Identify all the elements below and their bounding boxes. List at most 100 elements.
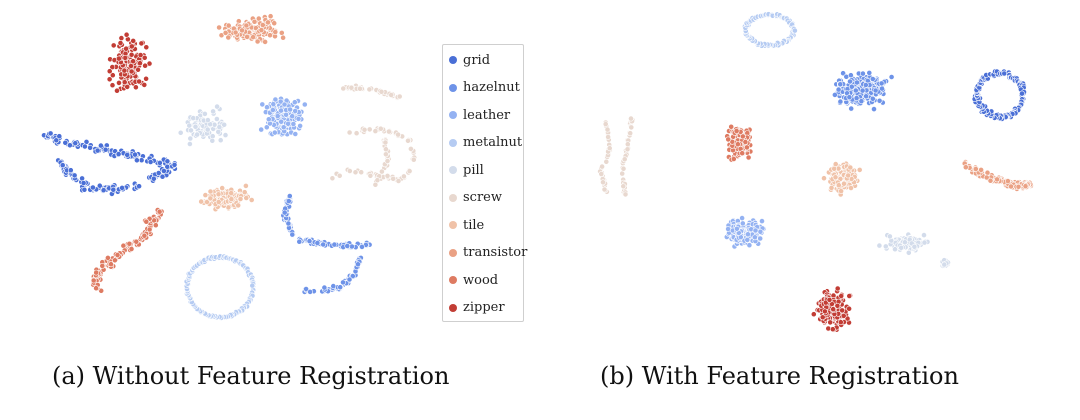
- point-zipper: [840, 312, 847, 319]
- legend-swatch: [449, 193, 457, 202]
- point-pill: [941, 261, 948, 268]
- point-grid: [81, 186, 88, 193]
- point-grid: [87, 144, 93, 151]
- point-zipper: [838, 293, 845, 299]
- point-pill: [911, 243, 918, 250]
- legend-item-transistor: transistor: [449, 243, 527, 263]
- point-leather: [277, 98, 284, 105]
- point-transistor: [972, 166, 979, 172]
- point-zipper: [118, 35, 125, 41]
- legend-swatch: [449, 56, 457, 64]
- point-transistor: [983, 174, 990, 181]
- point-leather: [297, 123, 303, 129]
- point-screw: [396, 93, 403, 100]
- point-zipper: [822, 308, 828, 315]
- point-hazelnut: [286, 193, 293, 199]
- point-grid: [133, 157, 140, 164]
- point-grid: [164, 158, 171, 165]
- legend-swatch: [449, 276, 457, 284]
- point-zipper: [130, 38, 137, 44]
- point-grid: [164, 163, 171, 170]
- point-transistor: [216, 24, 222, 31]
- point-screw: [388, 92, 395, 98]
- panel-b-scatter: [597, 11, 1034, 333]
- caption-a: (a) Without Feature Registration: [52, 362, 450, 390]
- point-wood: [90, 277, 97, 284]
- point-hazelnut: [303, 286, 309, 292]
- point-zipper: [109, 72, 116, 79]
- point-wood: [93, 285, 99, 292]
- point-hazelnut: [862, 82, 869, 88]
- point-leather: [278, 107, 284, 114]
- point-transistor: [254, 38, 261, 45]
- point-hazelnut: [285, 220, 292, 227]
- point-transistor: [244, 34, 250, 40]
- point-zipper: [826, 296, 833, 303]
- point-screw: [378, 168, 385, 175]
- point-screw: [619, 170, 626, 177]
- point-hazelnut: [306, 238, 313, 244]
- point-leather: [258, 126, 265, 133]
- point-pill: [201, 111, 208, 117]
- point-screw: [329, 175, 336, 182]
- point-tile: [845, 172, 852, 179]
- point-tile: [207, 195, 214, 202]
- point-metalnut: [792, 27, 798, 34]
- point-zipper: [839, 307, 846, 314]
- point-screw: [336, 172, 343, 179]
- point-grid: [80, 180, 87, 186]
- legend-swatch: [449, 166, 457, 174]
- point-grid: [171, 161, 178, 168]
- point-wood: [112, 257, 118, 264]
- point-screw: [382, 151, 389, 158]
- point-zipper: [117, 40, 124, 46]
- point-leather: [744, 236, 751, 243]
- point-screw: [410, 156, 417, 163]
- point-leather: [292, 108, 299, 114]
- point-zipper: [121, 79, 128, 86]
- point-transistor: [250, 34, 256, 40]
- point-wood: [733, 128, 740, 134]
- point-grid: [62, 139, 69, 146]
- point-zipper: [137, 52, 144, 58]
- point-screw: [400, 173, 407, 180]
- point-leather: [752, 234, 758, 241]
- point-leather: [290, 121, 297, 127]
- point-screw: [367, 172, 374, 179]
- point-screw: [340, 85, 347, 92]
- point-zipper: [128, 63, 134, 69]
- point-zipper: [143, 44, 150, 51]
- legend-label: leather: [463, 107, 511, 123]
- point-tile: [848, 185, 854, 191]
- point-screw: [378, 88, 385, 95]
- point-pill: [887, 233, 893, 240]
- point-hazelnut: [863, 93, 869, 100]
- point-zipper: [109, 64, 116, 70]
- point-transistor: [267, 32, 273, 39]
- point-leather: [759, 218, 765, 224]
- point-pill: [882, 243, 889, 250]
- point-pill: [213, 116, 220, 122]
- panel-a-scatter: [41, 13, 418, 321]
- point-hazelnut: [832, 92, 838, 98]
- point-screw: [384, 158, 391, 164]
- point-transistor: [278, 30, 285, 36]
- point-screw: [598, 171, 605, 177]
- point-grid: [82, 143, 88, 150]
- point-leather: [271, 129, 278, 136]
- legend-swatch: [449, 138, 457, 147]
- point-wood: [114, 252, 121, 258]
- point-hazelnut: [878, 80, 885, 87]
- point-pill: [194, 131, 200, 138]
- point-screw: [372, 128, 379, 134]
- point-hazelnut: [860, 70, 866, 77]
- point-leather: [287, 106, 293, 113]
- point-hazelnut: [355, 261, 361, 268]
- point-zipper: [106, 68, 113, 75]
- point-hazelnut: [330, 283, 337, 289]
- point-leather: [280, 124, 287, 131]
- point-screw: [406, 168, 413, 174]
- point-screw: [352, 169, 359, 176]
- point-tile: [242, 182, 249, 189]
- point-zipper: [106, 76, 113, 83]
